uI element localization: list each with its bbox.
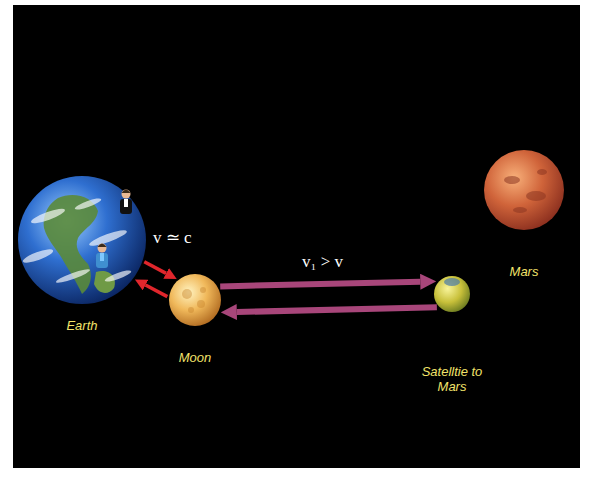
node-caption: Satelltie to Mars [418,364,486,394]
mars-planet: Mars [484,150,564,230]
node-caption: Earth [42,318,122,333]
signal-arrow [146,285,168,297]
body-label: Earth [42,318,122,333]
mars-satellite-shape [434,276,470,312]
moon: Moon [169,274,221,326]
earth-planet-shape [18,176,146,304]
earth-planet: Earth [18,176,146,304]
signal-arrow [144,262,166,274]
moon-shape [169,274,221,326]
node-caption: Moon [155,350,235,365]
relay-arrow [220,282,420,287]
relay-arrow [237,307,437,312]
body-label: Moon [155,350,235,365]
node-caption: Mars [484,264,564,279]
person-icon [120,190,132,215]
mars-satellite: Satelltie to Mars [434,276,470,312]
mars-planet-shape [484,150,564,230]
body-label: Satelltie to Mars [418,364,486,394]
person-icon [96,244,108,269]
speed-label: v ≃ c [153,228,192,247]
body-label: Mars [484,264,564,279]
speed-label: v₁ > v [302,252,343,271]
